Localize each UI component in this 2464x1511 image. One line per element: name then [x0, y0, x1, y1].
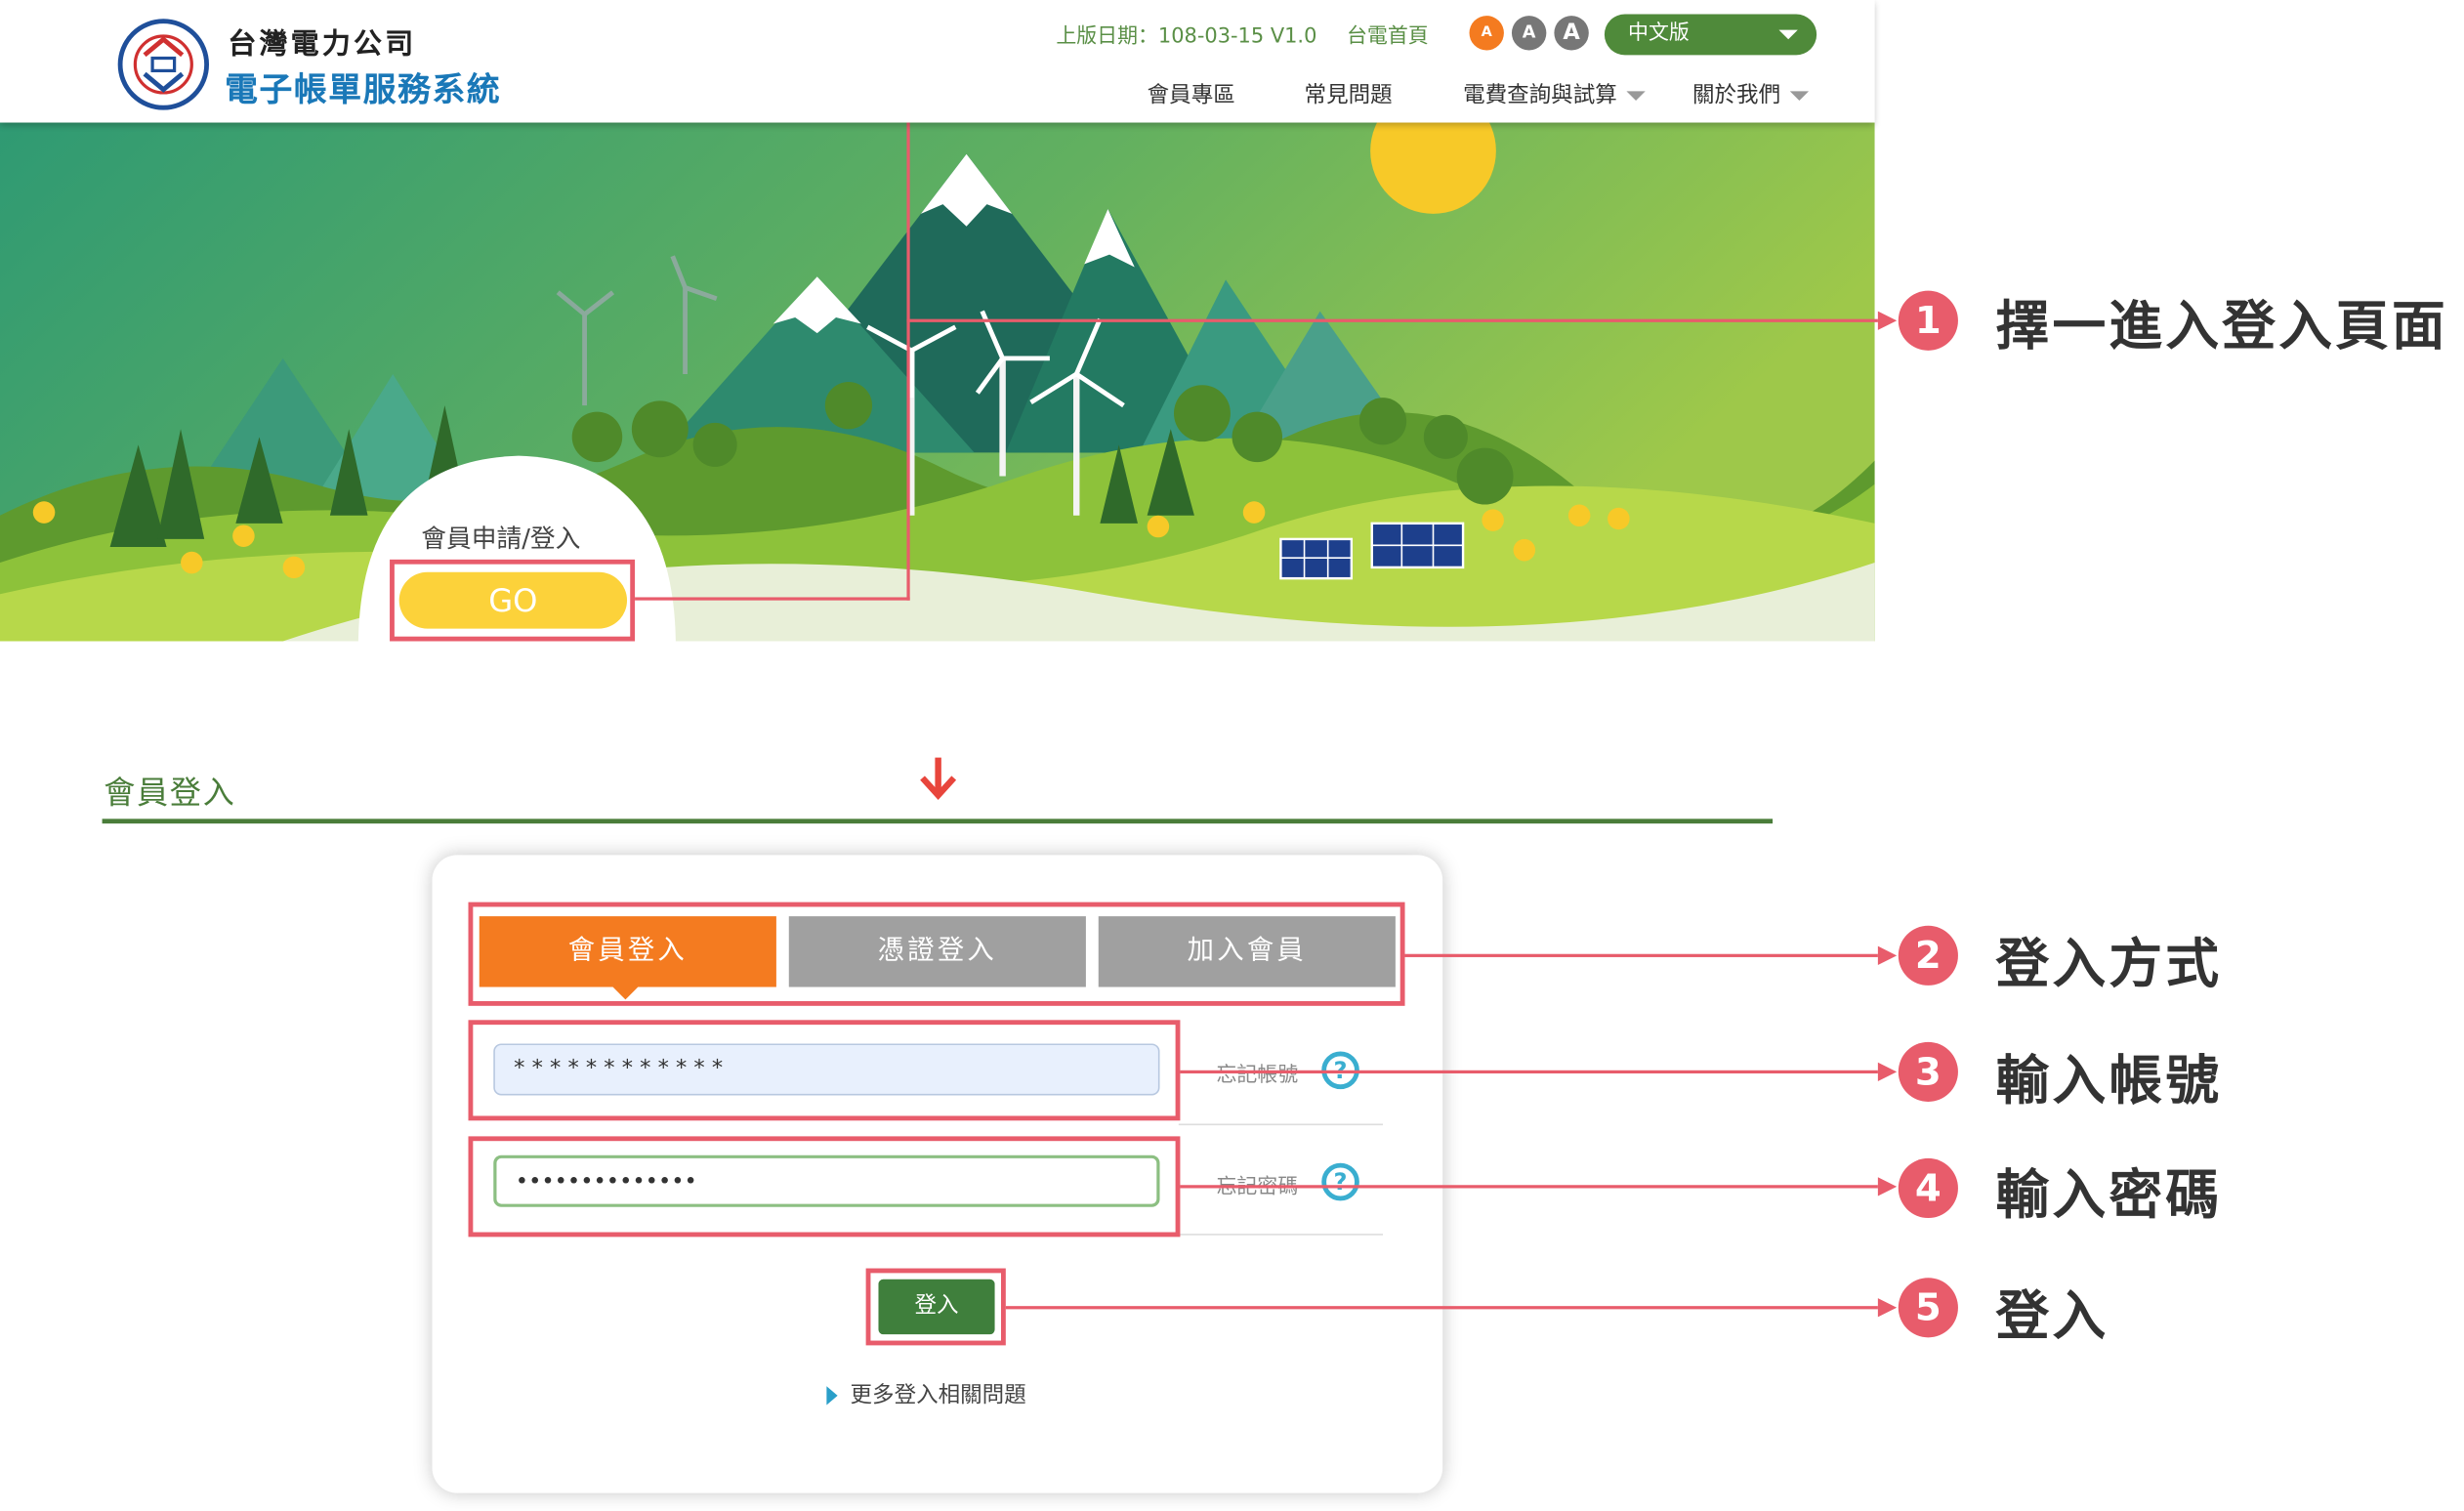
arrowhead-icon	[1877, 1298, 1898, 1318]
divider	[1178, 1123, 1384, 1126]
active-tab-pointer	[612, 986, 639, 1000]
nav-member-area[interactable]: 會員專區	[1147, 83, 1235, 109]
caret-right-icon	[826, 1386, 838, 1406]
arrowhead-icon	[1877, 945, 1898, 965]
connector-line	[1005, 1306, 1878, 1310]
company-name: 台灣電力公司	[228, 27, 417, 62]
annotation-text-5: 登入	[1995, 1285, 2109, 1349]
tab-member-login[interactable]: 會員登入	[479, 916, 776, 987]
divider	[1178, 1234, 1384, 1236]
highlight-account-input	[468, 1020, 1181, 1121]
arrowhead-icon	[1877, 1062, 1898, 1082]
highlight-login-tabs	[468, 902, 1405, 1006]
arrowhead-icon	[1877, 1177, 1898, 1196]
annotation-text-4: 輸入密碼	[1995, 1164, 2223, 1228]
annotation-number-5: 5	[1898, 1278, 1958, 1338]
nav-about-label: 關於我們	[1692, 83, 1781, 109]
font-size-medium-button[interactable]: A	[1511, 16, 1547, 51]
connector-line	[635, 597, 910, 601]
tab-certificate-login[interactable]: 憑證登入	[788, 916, 1086, 987]
highlight-go-button	[390, 559, 636, 642]
connector-line	[1180, 1185, 1878, 1189]
version-info: 上版日期：108-03-15 V1.0	[1056, 24, 1317, 49]
highlight-password-input	[468, 1136, 1181, 1238]
account-input[interactable]: * * * * * * * * * * * *	[493, 1043, 1160, 1096]
taipower-logo[interactable]	[117, 19, 210, 110]
font-size-large-button[interactable]: A	[1554, 16, 1589, 51]
more-login-help-label: 更多登入相關問題	[850, 1383, 1026, 1408]
chevron-down-icon	[1789, 91, 1810, 101]
chevron-down-icon	[1626, 91, 1646, 101]
section-divider	[102, 818, 1774, 824]
system-title: 電子帳單服務系統	[225, 70, 502, 109]
connector-line	[906, 318, 1878, 322]
nav-faq[interactable]: 常見問題	[1304, 83, 1393, 109]
nav-bill-query[interactable]: 電費查詢與試算	[1463, 78, 1646, 109]
arrow-down-icon	[920, 757, 957, 800]
language-value: 中文版	[1628, 21, 1690, 46]
language-select[interactable]: 中文版	[1604, 14, 1817, 56]
arrowhead-icon	[1877, 311, 1898, 330]
connector-line	[906, 89, 910, 601]
password-input[interactable]: ••••••••••••••	[493, 1154, 1160, 1207]
login-button[interactable]: 登入	[878, 1279, 995, 1335]
more-login-help-link[interactable]: 更多登入相關問題	[826, 1378, 1026, 1409]
help-icon[interactable]: ?	[1321, 1162, 1359, 1201]
banner-illustration	[0, 122, 1875, 642]
apply-login-label: 會員申請/登入	[421, 523, 581, 554]
annotation-number-4: 4	[1898, 1157, 1958, 1219]
connector-line	[1180, 1070, 1878, 1074]
highlight-login-button	[865, 1268, 1006, 1346]
forgot-account-link[interactable]: 忘記帳號	[1216, 1064, 1299, 1088]
annotation-number-3: 3	[1898, 1041, 1958, 1102]
annotation-number-1: 1	[1898, 290, 1958, 351]
chevron-down-icon	[1778, 29, 1798, 40]
annotation-text-1: 擇一進入登入頁面	[1995, 295, 2448, 358]
site-header: 台灣電力公司 電子帳單服務系統 上版日期：108-03-15 V1.0 台電首頁…	[0, 0, 1875, 123]
nav-about[interactable]: 關於我們	[1692, 78, 1810, 109]
nav-bill-query-label: 電費查詢與試算	[1463, 83, 1617, 109]
member-login-title: 會員登入	[104, 773, 236, 812]
annotation-number-2: 2	[1898, 925, 1958, 986]
home-link[interactable]: 台電首頁	[1346, 24, 1429, 49]
annotation-text-2: 登入方式	[1995, 933, 2223, 997]
font-size-small-button[interactable]: A	[1469, 16, 1504, 51]
annotation-text-3: 輸入帳號	[1995, 1049, 2223, 1113]
tab-join-member[interactable]: 加入會員	[1098, 916, 1396, 987]
go-button[interactable]: GO	[398, 571, 628, 629]
connector-line	[1404, 953, 1878, 957]
